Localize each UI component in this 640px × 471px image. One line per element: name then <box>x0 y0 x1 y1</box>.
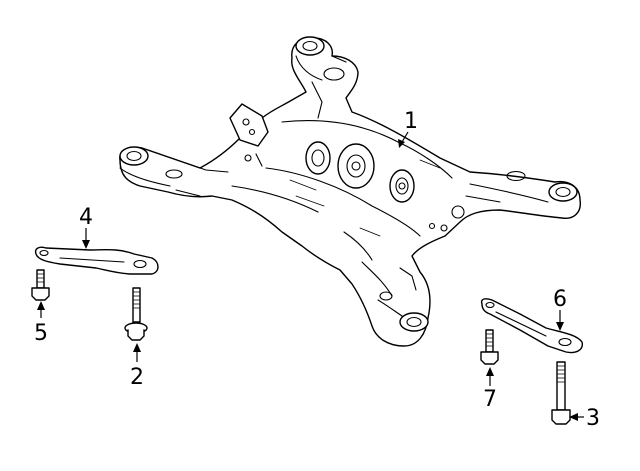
callout-2: 2 <box>130 365 144 390</box>
callout-7: 7 <box>483 387 497 412</box>
brace-part-6 <box>480 298 583 354</box>
callout-4: 4 <box>79 205 93 230</box>
callout-labels: 1 2 3 4 5 6 7 <box>34 109 600 431</box>
callout-5: 5 <box>34 321 48 346</box>
subframe-part-1 <box>119 36 581 347</box>
callout-leaders <box>37 131 584 421</box>
bolt-part-5 <box>31 269 50 301</box>
callout-6: 6 <box>553 287 567 312</box>
bolt-part-2 <box>124 287 148 341</box>
brace-part-4 <box>34 246 159 275</box>
bolt-part-3 <box>551 361 571 425</box>
callout-3: 3 <box>586 406 600 431</box>
bolt-part-7 <box>480 329 499 365</box>
callout-1: 1 <box>404 109 418 134</box>
